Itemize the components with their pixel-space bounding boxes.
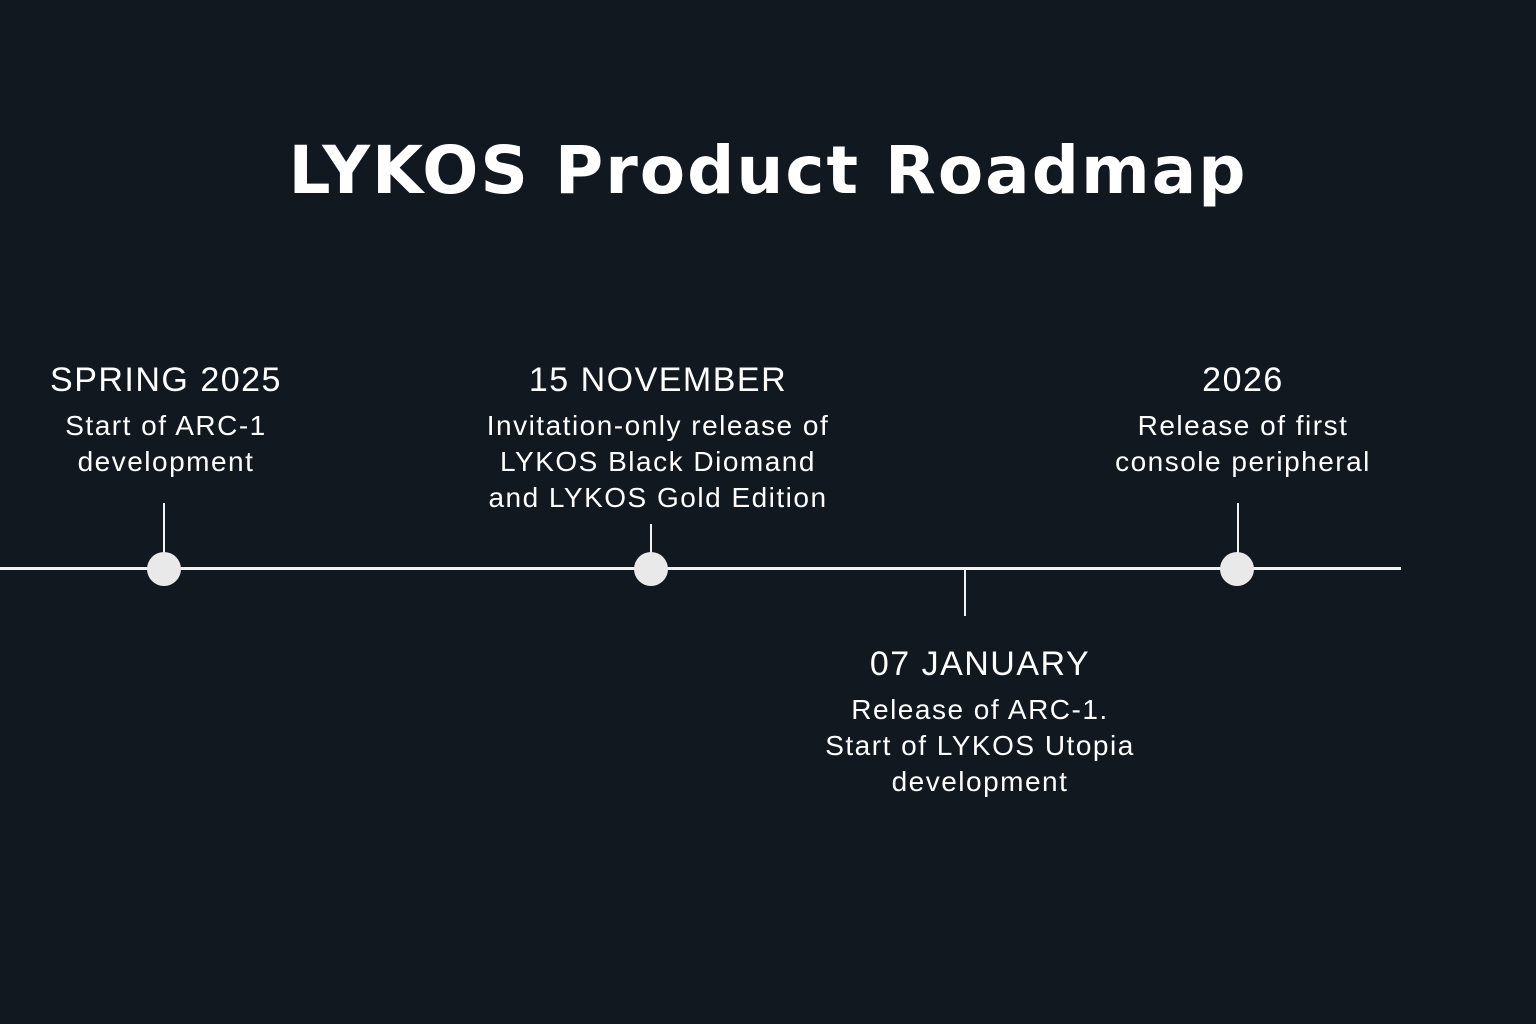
milestone-dot — [147, 552, 181, 586]
milestone-connector — [650, 524, 652, 553]
milestone-connector — [1237, 503, 1239, 553]
milestone-connector — [964, 569, 966, 616]
milestone-spring-2025: SPRING 2025 Start of ARC-1 development — [16, 360, 316, 480]
milestone-date: 15 NOVEMBER — [528, 361, 788, 399]
milestone-dot — [1220, 552, 1254, 586]
milestone-15-november: 15 NOVEMBER Invitation-only release of L… — [433, 360, 883, 516]
page-title: LYKOS Product Roadmap — [288, 132, 1248, 209]
milestone-date: SPRING 2025 — [50, 361, 282, 399]
milestone-07-january: 07 JANUARY Release of ARC-1. Start of LY… — [775, 644, 1185, 800]
milestone-2026: 2026 Release of first console peripheral — [1083, 360, 1403, 480]
milestone-description: Start of ARC-1 development — [65, 410, 267, 477]
milestone-description: Invitation-only release of LYKOS Black D… — [486, 410, 830, 513]
milestone-description: Release of ARC-1. Start of LYKOS Utopia … — [825, 694, 1135, 797]
milestone-connector — [163, 503, 165, 553]
milestone-date: 2026 — [1202, 361, 1284, 399]
milestone-description: Release of first console peripheral — [1115, 410, 1371, 477]
milestone-dot — [634, 552, 668, 586]
timeline-axis — [0, 567, 1401, 570]
milestone-date: 07 JANUARY — [869, 645, 1091, 683]
